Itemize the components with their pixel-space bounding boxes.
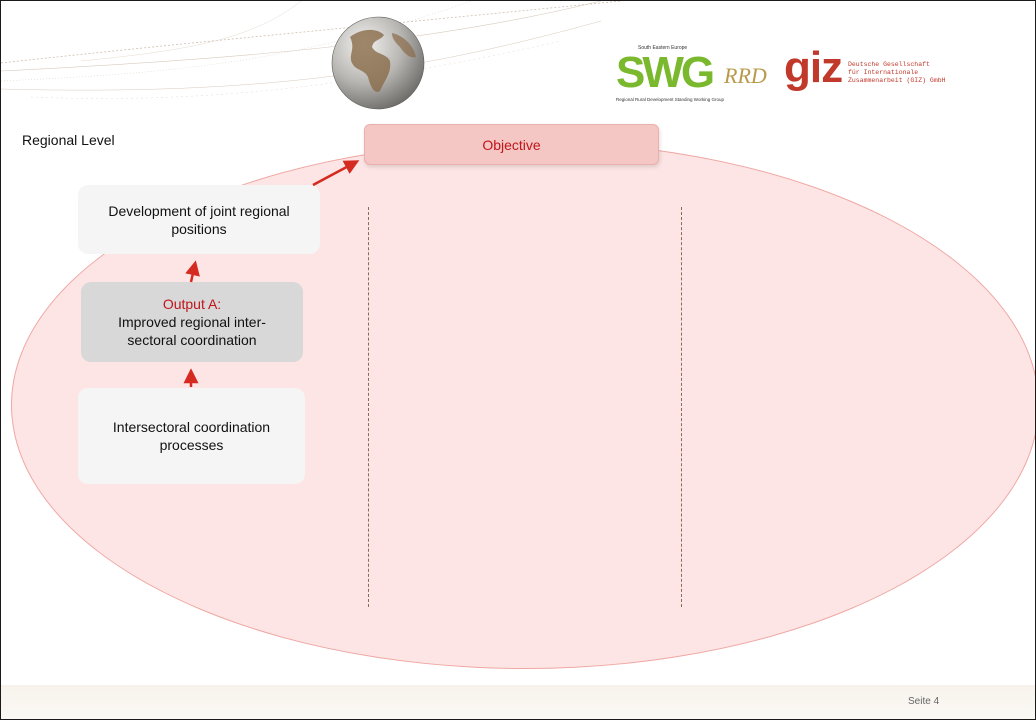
level-title: Regional Level [22, 132, 115, 148]
decorative-swoosh [1, 1, 622, 99]
globe-icon [331, 16, 425, 110]
development-box: Development of joint regional positions [78, 185, 320, 254]
output-box-text: Improved regional inter-sectoral coordin… [118, 314, 266, 348]
divider-line-right [681, 207, 682, 607]
footer-band [1, 685, 1035, 719]
swg-logo-top-text: South Eastern Europe [638, 45, 688, 51]
swg-logo-suffix: RRD [724, 63, 767, 88]
objective-box: Objective [364, 124, 659, 165]
process-box-text: Intersectoral coordination processes [112, 419, 271, 453]
swg-logo-subtitle: Regional Rural Development Standing Work… [616, 97, 724, 102]
arrow-development-to-objective [312, 160, 360, 187]
page-number: Seite 4 [908, 696, 940, 707]
process-box: Intersectoral coordination processes [78, 388, 305, 484]
giz-logo-mark: giz [784, 43, 843, 92]
divider-line-left [368, 207, 369, 607]
arrow-output-to-development [185, 260, 200, 283]
output-box: Output A: Improved regional inter-sector… [81, 282, 303, 362]
giz-logo: giz Deutsche Gesellschaft für Internatio… [784, 43, 984, 113]
output-box-label: Output A: [162, 296, 222, 312]
development-box-text: Development of joint regional positions [108, 202, 290, 237]
swg-rrd-logo: South Eastern Europe SWG RRD Regional Ru… [616, 45, 776, 119]
giz-logo-text: Deutsche Gesellschaft für Internationale… [848, 61, 946, 84]
swg-logo-mark: SWG [616, 48, 715, 97]
